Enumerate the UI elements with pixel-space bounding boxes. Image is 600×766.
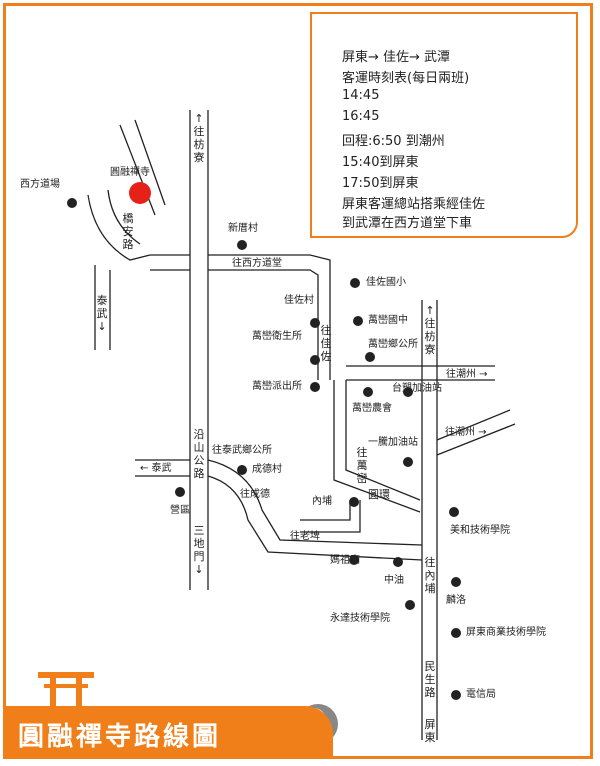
vlabel-anqiao: 橋安路: [122, 212, 134, 251]
road-anqiao: [87, 189, 151, 261]
road-fangliao-2: [421, 300, 438, 380]
label-to-taiwu: ← 泰武: [140, 463, 172, 474]
label-west-road: 往西方道堂: [232, 258, 282, 269]
road-chaozhou: [346, 365, 495, 381]
label-neipu: 內埔: [312, 496, 332, 507]
label-gas1: 台塑加油站: [392, 383, 442, 394]
label-wanluan-police: 萬巒派出所: [252, 381, 302, 392]
label-to-chenggong: 往成德: [240, 489, 270, 500]
label-yongda: 永達技術學院: [330, 613, 390, 624]
vlabel-minsheng: 民生路: [424, 660, 436, 699]
label-xifang: 西方道場: [20, 179, 60, 190]
label-taiwu-office: 往泰武鄉公所: [212, 445, 272, 456]
label-farm: 萬巒農會: [352, 403, 392, 414]
road-network: [87, 110, 516, 740]
road-taiwu: [94, 265, 111, 350]
label-pingshang: 屏東商業技術學院: [466, 627, 546, 638]
label-to-chaozhou: 往潮州 →: [446, 369, 488, 380]
vlabel-wang-jia: 往佳佐: [320, 324, 332, 363]
map-frame: [3, 3, 593, 759]
label-yingqu: 營區: [170, 505, 190, 516]
vlabel-fangliao: ↑往枋寮: [193, 112, 205, 164]
road-wanluan-loop: [333, 380, 421, 513]
label-meihe: 美和技術學院: [450, 525, 510, 536]
road-west-branch: [150, 254, 190, 271]
vlabel-huanlu: 圓環: [368, 488, 390, 501]
road-neipu-spur: [300, 500, 361, 533]
label-linluo: 麟洛: [446, 595, 466, 606]
landmark-dots: [67, 198, 461, 700]
label-zhongyou: 中油: [384, 575, 404, 586]
label-mazu: 媽祖廟: [330, 555, 360, 566]
vlabel-yanshan: 沿山公路: [193, 428, 205, 480]
guide-line: 客運時刻表(每日兩班): [342, 71, 470, 86]
guide-line: 17:50到屏東: [342, 176, 419, 191]
vlabel-wan: 往萬巒: [356, 446, 368, 485]
road-jiazuo: [208, 254, 331, 380]
label-gas2: 一騰加油站: [368, 437, 418, 448]
guide-line: 16:45: [342, 109, 380, 124]
guide-line: 屏東→ 佳佐→ 武潭: [342, 50, 451, 65]
label-jiazuo-village: 佳佐村: [284, 295, 314, 306]
banner: [3, 706, 333, 756]
label-to-laopi: 往老埤: [290, 531, 320, 542]
label-jiayi-primary: 佳佐國小: [366, 277, 406, 288]
label-xinpi: 新厝村: [228, 223, 258, 234]
vlabel-fangliao-2: ↑往枋寮: [424, 304, 436, 356]
transport-guide-box: 屏東→ 佳佐→ 武潭 客運時刻表(每日兩班) 14:45 16:45 回程:6:…: [310, 12, 578, 238]
guide-line: 屏東客運總站搭乘經佳佐: [342, 197, 486, 212]
road-chaozhou-2: [436, 409, 516, 456]
vlabel-neipu: 往內埔: [424, 556, 436, 595]
label-telecom: 電信局: [466, 689, 496, 700]
road-laopi: [207, 459, 423, 561]
temple-marker: [129, 182, 151, 204]
road-temple-spur: [119, 119, 166, 216]
road-taiwu-east: [135, 459, 190, 477]
guide-line: 到武潭在西方道堂下車: [342, 216, 473, 231]
guide-line: 回程:6:50 到潮州: [342, 134, 445, 149]
guide-line: 15:40到屏東: [342, 155, 419, 170]
label-wanluan-primary: 萬巒國中: [368, 315, 408, 326]
label-wanluan-health: 萬巒衛生所: [252, 331, 302, 342]
label-to-chaozhou-2: 往潮州 →: [445, 427, 487, 438]
vlabel-pingdong: 屏東: [424, 718, 436, 744]
label-wanluan-office: 萬巒鄉公所: [368, 339, 418, 350]
banner-title: 圓融禪寺路線圖: [18, 722, 222, 752]
vlabel-taiwu-down: 泰武↓: [96, 294, 108, 333]
vlabel-sandi: 三地門↓: [193, 524, 205, 576]
guide-line: 14:45: [342, 88, 380, 103]
label-temple: 圓融禪寺: [110, 167, 150, 178]
road-fangliao: [189, 110, 209, 590]
torii-icon: [38, 672, 94, 706]
label-chengde: 成德村: [252, 464, 282, 475]
